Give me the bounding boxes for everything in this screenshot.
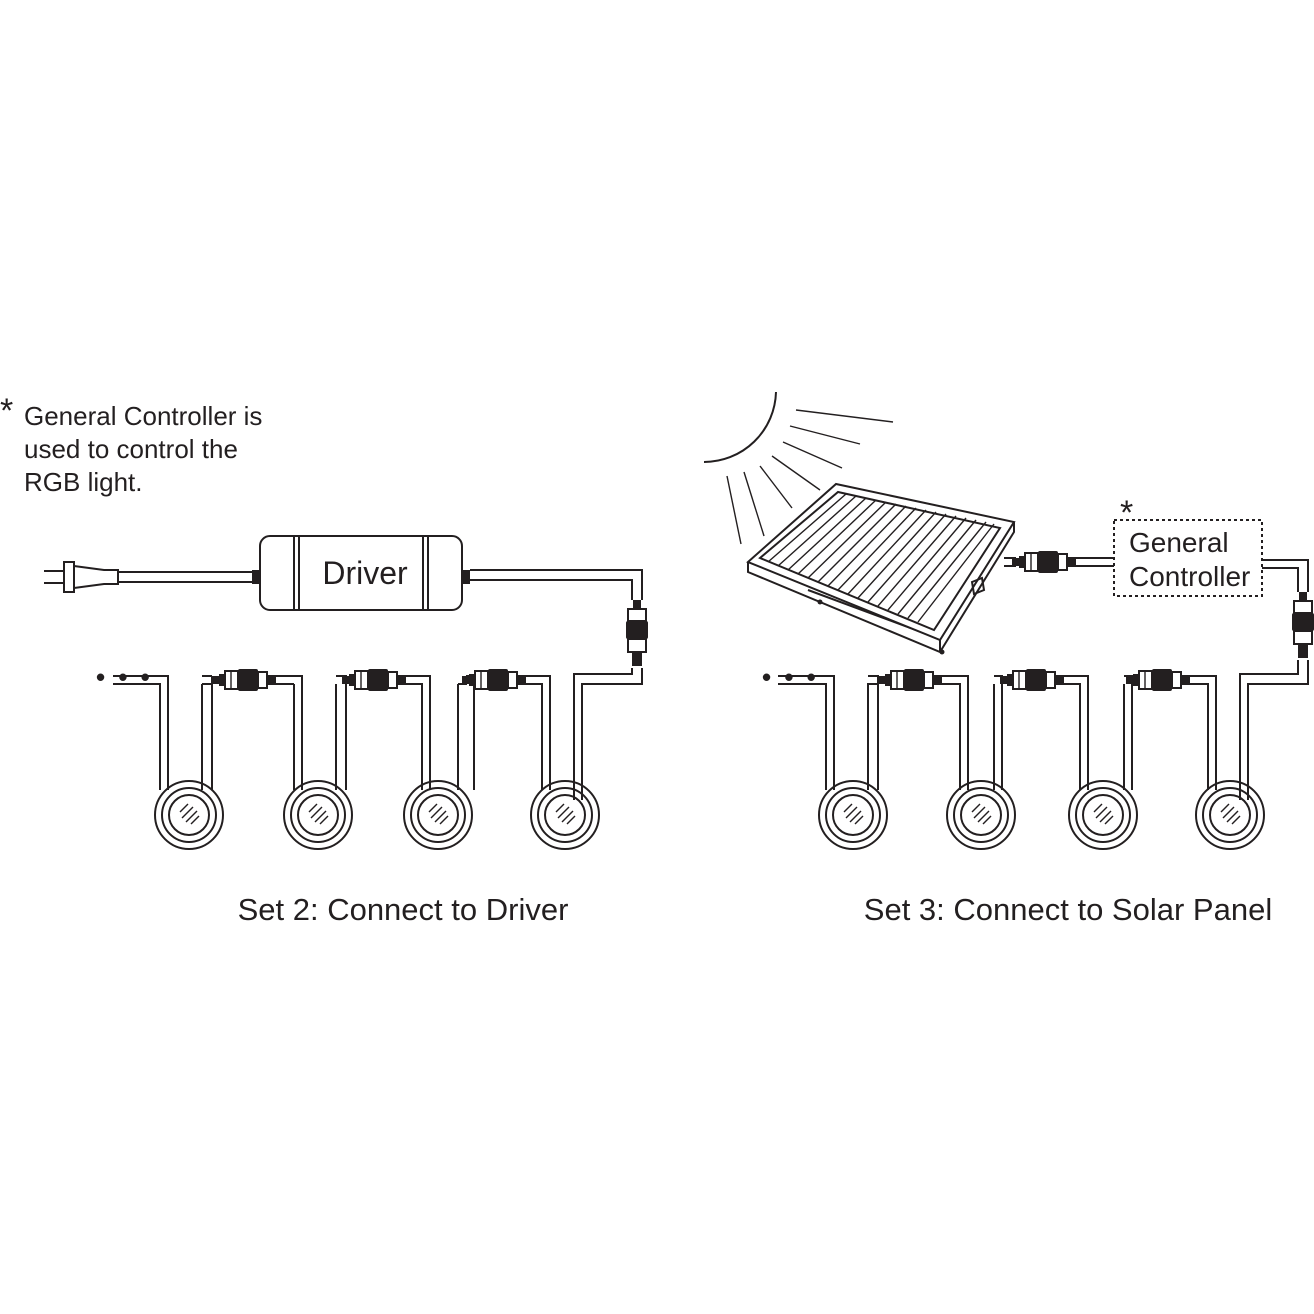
connector-icon — [341, 668, 407, 692]
driver-label: Driver — [322, 555, 408, 591]
sun-icon — [703, 391, 894, 545]
controller-label-line-1: General — [1129, 527, 1229, 558]
power-plug-icon — [44, 561, 119, 593]
connector-icon — [211, 668, 277, 692]
controller-label-line-2: Controller — [1129, 561, 1250, 592]
set3-ellipsis: • • • — [762, 662, 819, 692]
general-controller-note: * General Controller is used to control … — [0, 392, 262, 497]
general-controller-box: * General Controller — [1113, 494, 1263, 597]
note-line-1: General Controller is — [24, 401, 262, 431]
note-line-3: RGB light. — [24, 467, 143, 497]
deck-light-icon — [946, 780, 1016, 850]
connector-icon — [877, 668, 943, 692]
note-asterisk: * — [0, 392, 13, 430]
set2-diagram: Driver • • • Set 2: Connect to Driver — [44, 535, 649, 927]
connector-icon — [461, 668, 527, 692]
deck-light-icon — [530, 780, 600, 850]
deck-light-icon — [1068, 780, 1138, 850]
deck-light-icon — [283, 780, 353, 850]
set3-diagram: * General Controller • • • Set 3: Connec… — [703, 391, 1314, 927]
note-line-2: used to control the — [24, 434, 238, 464]
set2-caption: Set 2: Connect to Driver — [238, 892, 569, 927]
set3-caption: Set 3: Connect to Solar Panel — [864, 892, 1272, 927]
set2-ellipsis: • • • — [96, 662, 153, 692]
connector-icon — [999, 668, 1065, 692]
connector-icon — [625, 599, 649, 667]
connector-icon — [1011, 550, 1077, 574]
controller-asterisk: * — [1120, 494, 1133, 532]
deck-light-icon — [818, 780, 888, 850]
connector-icon — [1291, 591, 1314, 659]
driver-box: Driver — [259, 535, 463, 611]
deck-light-icon — [1195, 780, 1265, 850]
solar-panel-icon — [746, 482, 1016, 655]
connector-icon — [1125, 668, 1191, 692]
deck-light-icon — [403, 780, 473, 850]
deck-light-icon — [154, 780, 224, 850]
